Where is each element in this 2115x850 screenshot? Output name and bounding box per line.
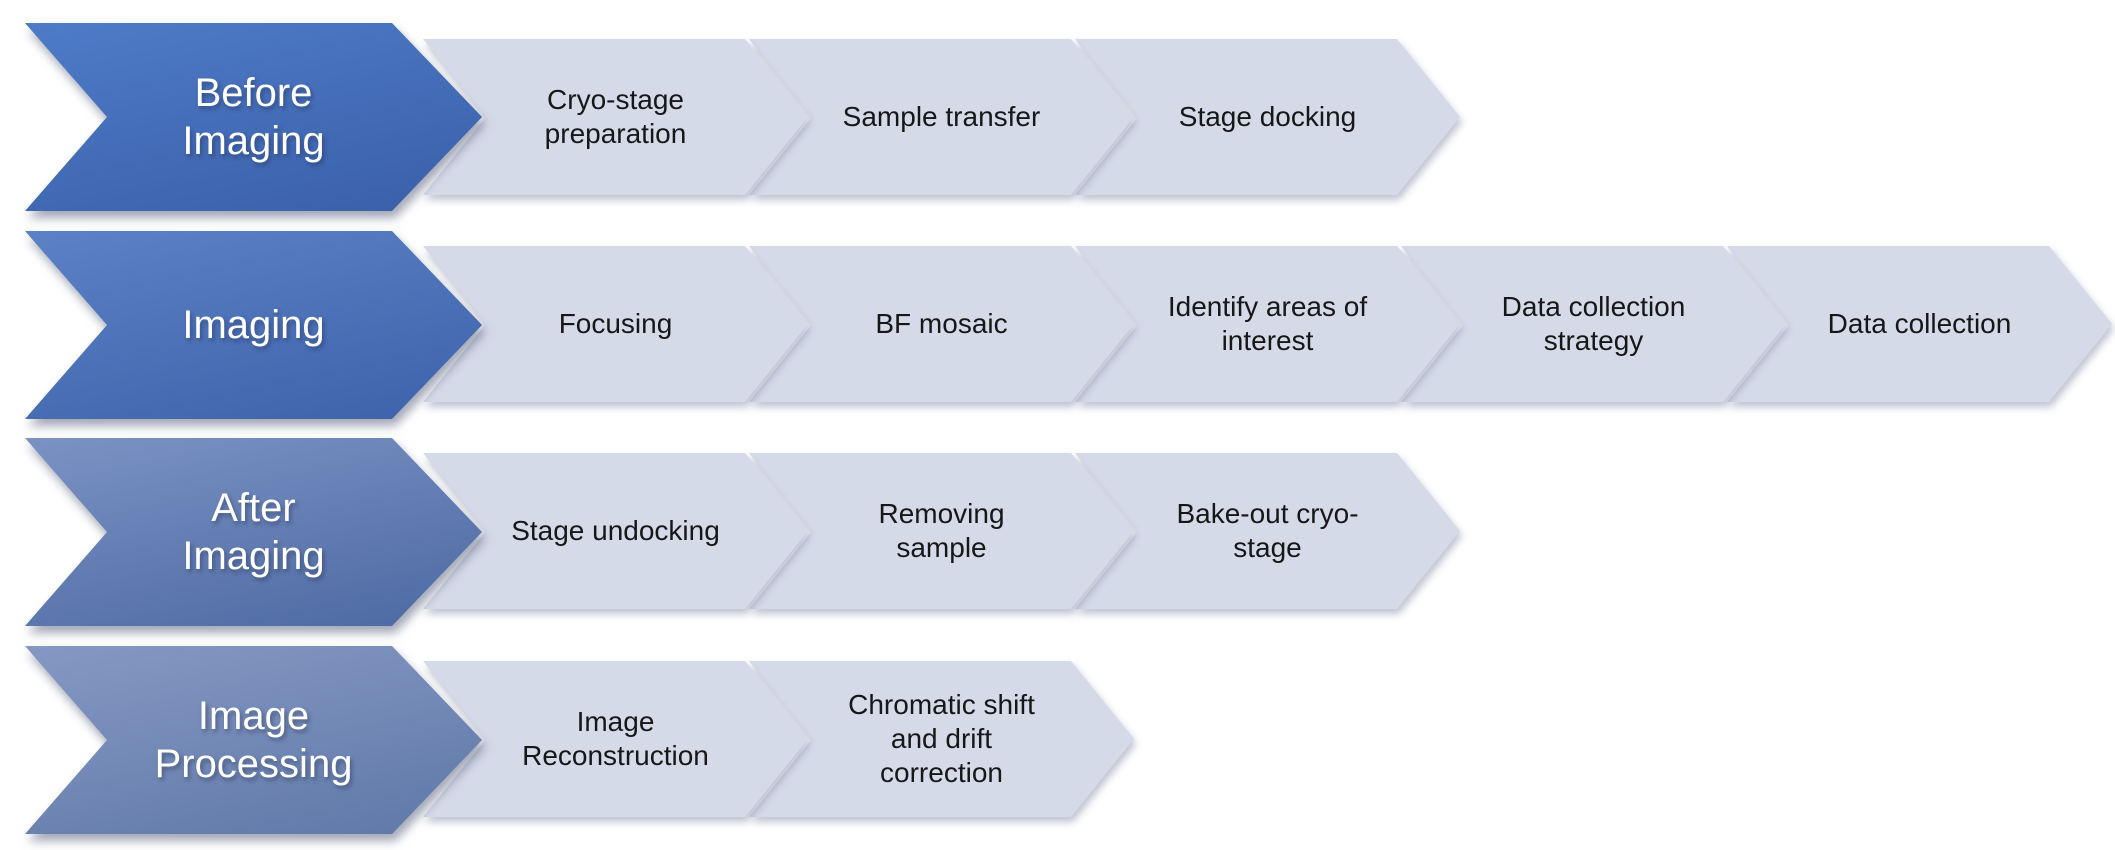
phase-arrow-shape: Before Imaging bbox=[25, 23, 482, 211]
step-chevron-shape: BF mosaic bbox=[749, 246, 1134, 402]
step-chevron-shape: Removing sample bbox=[749, 453, 1134, 609]
row-before-imaging-arrow: Before Imaging bbox=[25, 23, 482, 211]
phase-title: After Imaging bbox=[182, 486, 325, 578]
step-cryo-stage-preparation: Cryo-stage preparation bbox=[423, 39, 808, 195]
step-removing-sample: Removing sample bbox=[749, 453, 1134, 609]
step-sample-transfer: Sample transfer bbox=[749, 39, 1134, 195]
step-chevron-shape: Stage docking bbox=[1075, 39, 1460, 195]
step-label: BF mosaic bbox=[875, 307, 1008, 339]
step-label: Stage undocking bbox=[511, 514, 720, 546]
step-identify-areas-of-interest: Identify areas of interest bbox=[1075, 246, 1460, 402]
phase-title: Before Imaging bbox=[182, 71, 325, 163]
step-label: Chromatic shift and drift correction bbox=[848, 688, 1035, 789]
step-label: Stage docking bbox=[1178, 100, 1357, 132]
step-chevron-shape: Focusing bbox=[423, 246, 808, 402]
step-label: Data collection strategy bbox=[1501, 290, 1686, 356]
step-stage-docking: Stage docking bbox=[1075, 39, 1460, 195]
step-chromatic-shift-drift-correction: Chromatic shift and drift correction bbox=[749, 661, 1134, 817]
row-image-processing-arrow: Image Processing bbox=[25, 646, 482, 834]
step-image-reconstruction: Image Reconstruction bbox=[423, 661, 808, 817]
step-label: Sample transfer bbox=[842, 100, 1041, 132]
step-bake-out-cryo-stage: Bake-out cryo- stage bbox=[1075, 453, 1460, 609]
phase-title: Image Processing bbox=[154, 694, 353, 786]
row-after-imaging-arrow: After Imaging bbox=[25, 438, 482, 626]
phase-arrow-shape: After Imaging bbox=[25, 438, 482, 626]
row-imaging-arrow: Imaging bbox=[25, 231, 482, 419]
step-label: Cryo-stage preparation bbox=[544, 83, 687, 149]
step-label: Data collection bbox=[1827, 307, 2012, 339]
step-label: Removing sample bbox=[878, 497, 1005, 563]
step-label: Focusing bbox=[558, 307, 673, 339]
step-stage-undocking: Stage undocking bbox=[423, 453, 808, 609]
step-focusing: Focusing bbox=[423, 246, 808, 402]
step-chevron-shape: Bake-out cryo- stage bbox=[1075, 453, 1460, 609]
step-chevron-shape: Data collection bbox=[1727, 246, 2112, 402]
step-label: Image Reconstruction bbox=[522, 705, 709, 771]
step-chevron-shape: Data collection strategy bbox=[1401, 246, 1786, 402]
step-bf-mosaic: BF mosaic bbox=[749, 246, 1134, 402]
step-chevron-shape: Image Reconstruction bbox=[423, 661, 808, 817]
step-data-collection: Data collection bbox=[1727, 246, 2112, 402]
phase-arrow-shape: Image Processing bbox=[25, 646, 482, 834]
step-data-collection-strategy: Data collection strategy bbox=[1401, 246, 1786, 402]
step-chevron-shape: Identify areas of interest bbox=[1075, 246, 1460, 402]
step-label: Bake-out cryo- stage bbox=[1176, 497, 1359, 563]
step-chevron-shape: Chromatic shift and drift correction bbox=[749, 661, 1134, 817]
step-chevron-shape: Sample transfer bbox=[749, 39, 1134, 195]
step-chevron-shape: Cryo-stage preparation bbox=[423, 39, 808, 195]
phase-title: Imaging bbox=[182, 303, 325, 347]
phase-arrow-shape: Imaging bbox=[25, 231, 482, 419]
step-label: Identify areas of interest bbox=[1167, 290, 1368, 356]
step-chevron-shape: Stage undocking bbox=[423, 453, 808, 609]
